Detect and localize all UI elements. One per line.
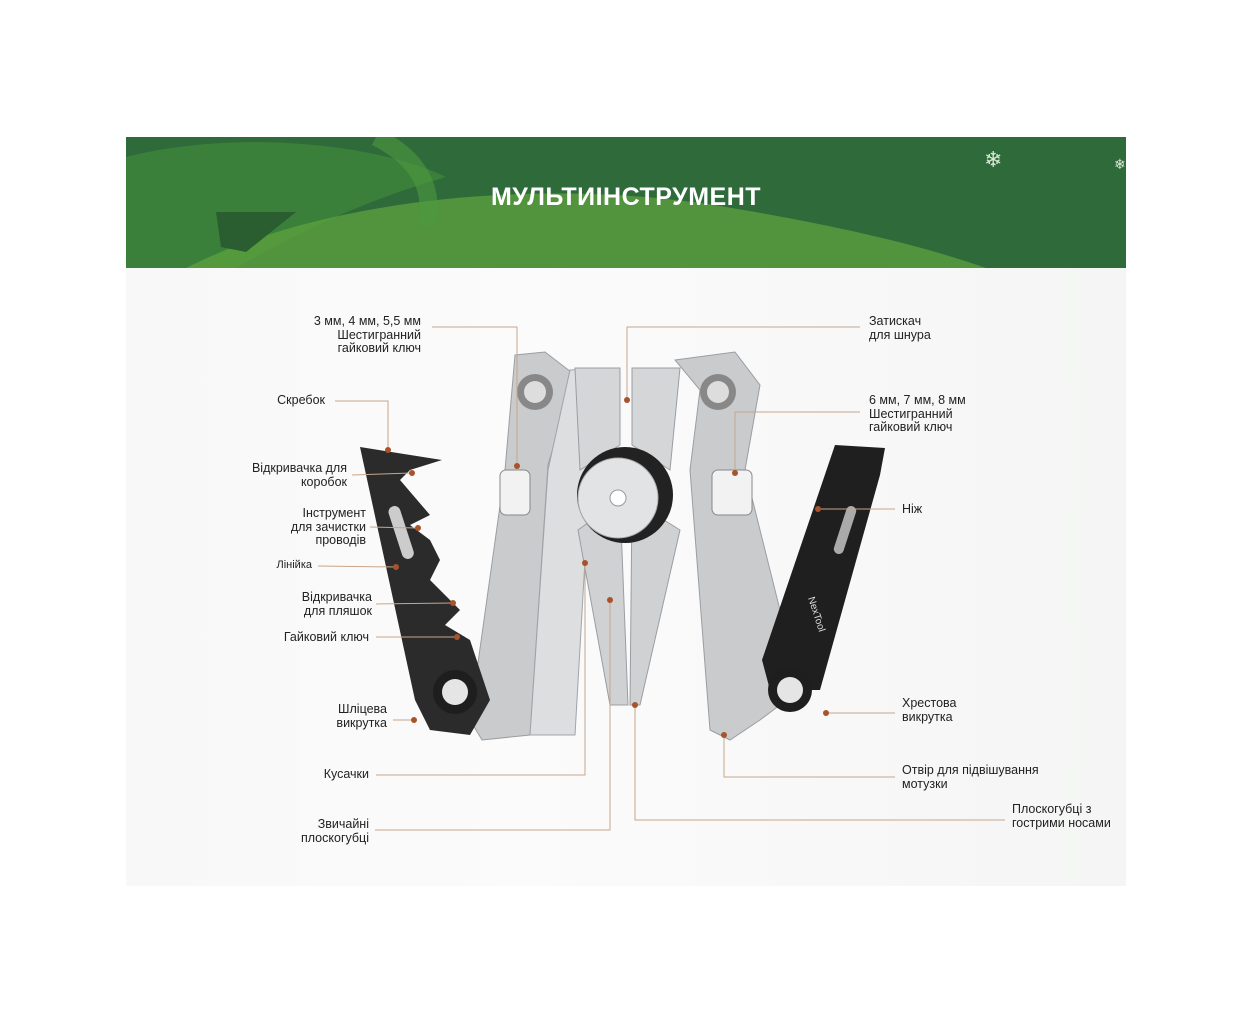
ruler-arm <box>360 447 490 735</box>
label-bottle-opener: Відкривачка для пляшок <box>301 590 372 618</box>
leader-lines <box>317 326 1005 831</box>
knife-blade: NexTool <box>762 445 885 712</box>
label-lanyard-hole: Отвір для підвішування мотузки <box>902 763 1039 791</box>
label-hex-large: 6 мм, 7 мм, 8 мм Шестигранний гайковий к… <box>869 393 966 434</box>
label-flat-screwdriver: Шліцева викрутка <box>336 702 387 730</box>
label-ruler: Лінійка <box>276 559 313 571</box>
label-pliers: Звичайні плоскогубці <box>300 817 369 845</box>
label-cord-clamp: Затискач для шнура <box>869 314 931 342</box>
label-box-opener: Відкривачка для коробок <box>251 461 347 489</box>
content-area <box>126 268 1126 886</box>
label-wire-stripper: Інструмент для зачистки проводів <box>290 506 366 547</box>
snowflake-icon: ❄ <box>1114 156 1126 172</box>
label-wrench: Гайковий ключ <box>283 630 369 644</box>
banner-background: ❄ ❄ <box>126 137 1126 268</box>
label-cutters: Кусачки <box>323 767 369 781</box>
label-scraper: Скребок <box>277 393 325 407</box>
label-knife: Ніж <box>902 502 923 516</box>
page-title: МУЛЬТИІНСТРУМЕНТ <box>490 183 762 211</box>
header-banner: ❄ ❄ МУЛЬТИІНСТРУМЕНТ <box>126 137 1126 268</box>
label-phillips-screwdriver: Хрестова викрутка <box>902 696 957 724</box>
label-hex-small: 3 мм, 4 мм, 5,5 мм Шестигранний гайковий… <box>313 314 421 355</box>
center-pliers <box>574 367 681 706</box>
label-needle-pliers: Плоскогубці з гострими носами <box>1012 802 1111 830</box>
leader-dots <box>385 397 829 738</box>
snowflake-icon: ❄ <box>984 147 1002 172</box>
